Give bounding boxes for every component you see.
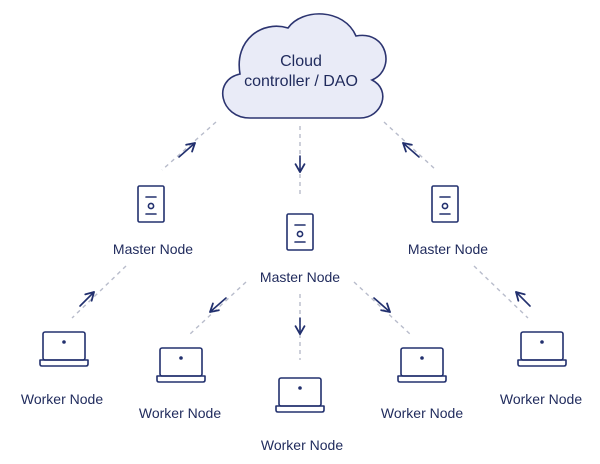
cloud-label-line1: Cloud — [280, 53, 322, 70]
laptop-icon — [156, 347, 206, 383]
server-icon — [431, 185, 459, 223]
connector-cloud-master-right — [383, 121, 437, 171]
cloud-label-line2: controller / DAO — [244, 73, 358, 90]
cloud-shape — [221, 13, 387, 119]
laptop-icon — [517, 331, 567, 367]
arrow-up-left-icon — [515, 291, 531, 307]
connector-master-right-worker-5 — [473, 265, 529, 319]
server-icon — [137, 185, 165, 223]
laptop-icon — [397, 347, 447, 383]
worker-node-2-label: Worker Node — [138, 405, 222, 421]
arrow-up-left-icon — [402, 142, 420, 158]
master-node-left-label: Master Node — [112, 241, 194, 257]
master-node-right-label: Master Node — [407, 241, 489, 257]
worker-node-1-label: Worker Node — [20, 391, 104, 407]
arrow-down-left-icon — [209, 297, 227, 313]
laptop-icon — [39, 331, 89, 367]
connector-cloud-master-left — [161, 121, 217, 171]
laptop-icon — [275, 377, 325, 413]
worker-node-5-label: Worker Node — [499, 391, 583, 407]
arrow-down-right-icon — [373, 297, 391, 313]
connector-master-center-worker-2 — [189, 281, 247, 335]
server-icon — [286, 213, 314, 251]
master-node-center-label: Master Node — [259, 269, 341, 285]
connector-master-left-worker-1 — [71, 265, 127, 319]
connector-master-center-worker-4 — [353, 281, 411, 335]
worker-node-4-label: Worker Node — [380, 405, 464, 421]
cloud-label: Cloud controller / DAO — [244, 52, 358, 92]
arrow-up-right-icon — [79, 291, 95, 307]
worker-node-3-label: Worker Node — [260, 437, 344, 453]
arrow-up-right-icon — [178, 142, 196, 158]
